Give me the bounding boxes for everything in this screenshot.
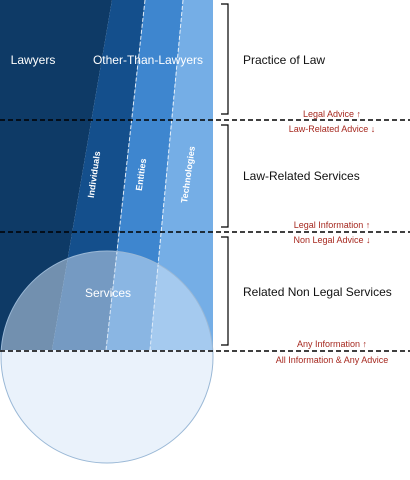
law-related-advice-caption: Law-Related Advice ↓ <box>289 124 376 134</box>
entities-divider <box>105 0 146 350</box>
any-information-caption: Any Information ↑ <box>297 339 367 349</box>
legal-advice-caption: Legal Advice ↑ <box>303 109 361 119</box>
tier-related-non-legal-services: Related Non Legal Services <box>243 285 392 299</box>
technologies-divider <box>149 0 184 350</box>
practice-of-law-bracket <box>221 3 229 115</box>
tier-practice-of-law: Practice of Law <box>243 53 325 67</box>
entities-label: Entities <box>134 158 148 192</box>
law-related-services-bracket <box>221 124 229 228</box>
tier-law-related-services: Law-Related Services <box>243 169 360 183</box>
non-legal-advice-caption: Non Legal Advice ↓ <box>293 235 370 245</box>
lawyers-label: Lawyers <box>11 53 56 67</box>
services-circle <box>0 250 214 464</box>
technologies-column <box>150 0 213 350</box>
services-label: Services <box>85 286 131 300</box>
all-information-any-advice-caption: All Information & Any Advice <box>276 355 389 365</box>
other-than-lawyers-label: Other-Than-Lawyers <box>93 53 203 67</box>
legal-information-caption: Legal Information ↑ <box>294 220 371 230</box>
lawyers-column <box>0 0 112 350</box>
related-non-legal-services-bracket <box>221 236 229 346</box>
